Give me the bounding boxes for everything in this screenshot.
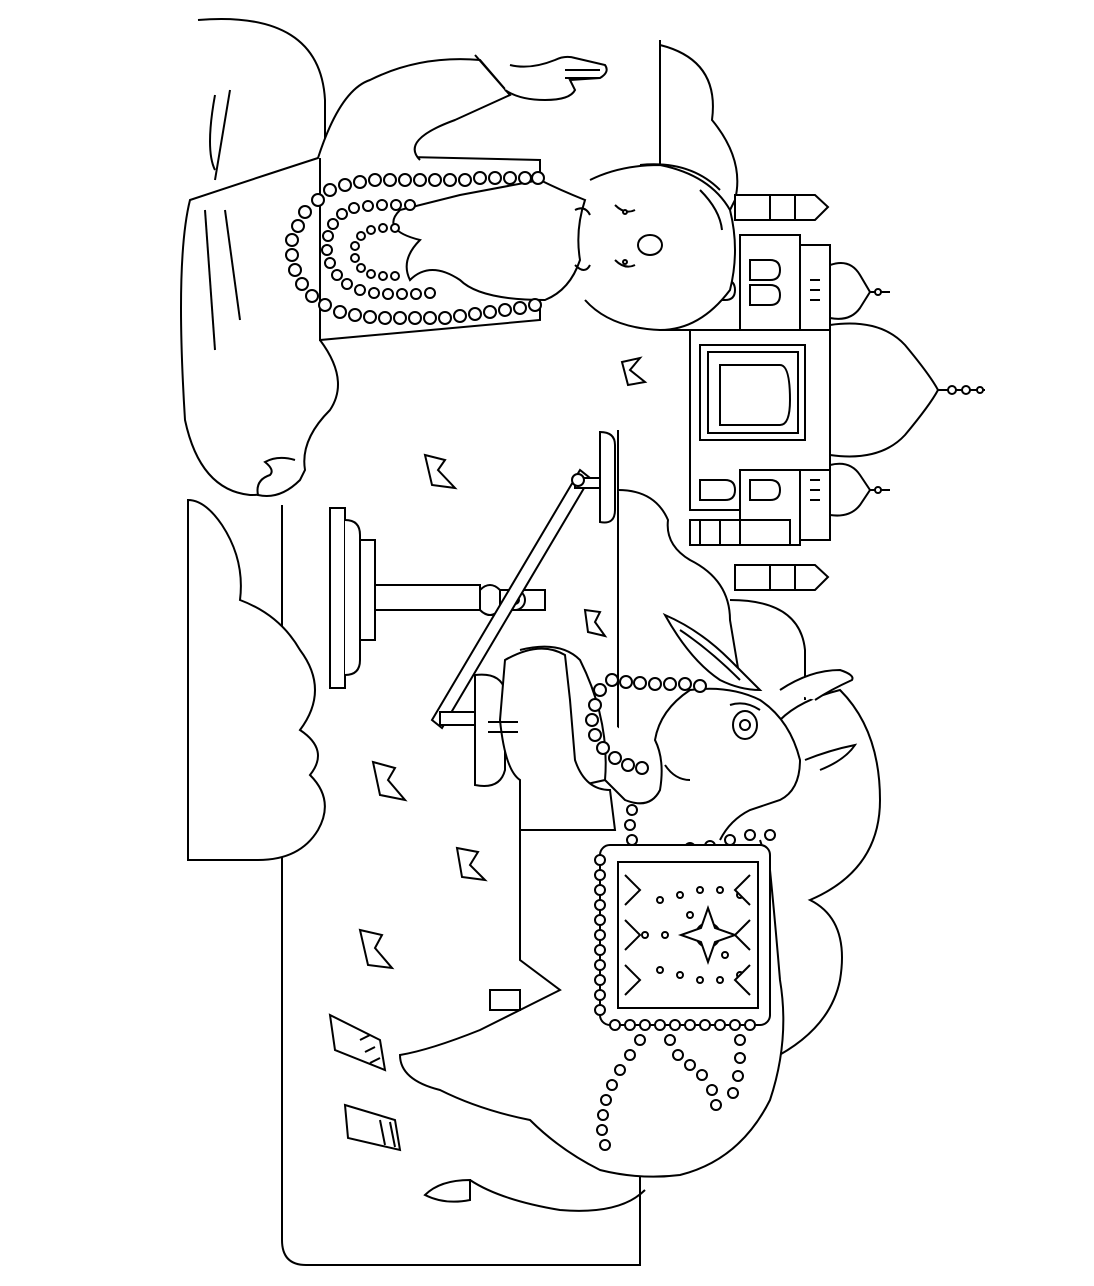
- cow-belly-strap: [597, 1035, 745, 1150]
- leaf-4: [373, 762, 405, 800]
- cow-ear: [665, 615, 760, 690]
- cow-horn-bottom: [805, 745, 855, 770]
- leaf-3: [585, 610, 605, 636]
- leaf-1: [622, 358, 645, 385]
- sage-beard: [393, 180, 585, 300]
- palace-minaret-right: [735, 565, 828, 590]
- palace-side-dome-left: [830, 263, 870, 319]
- scale-pan-left: [475, 675, 505, 786]
- palace: [660, 40, 985, 590]
- sage-nose: [638, 235, 662, 255]
- cow-horn-top: [780, 670, 853, 700]
- cow: [330, 615, 855, 1211]
- palace-main-arch: [720, 365, 790, 425]
- cow-front-leg: [345, 1105, 400, 1150]
- saddle-beads: [595, 855, 755, 1030]
- saddle-pattern: [625, 875, 750, 995]
- falling-leaves: [360, 358, 645, 968]
- cow-back-leg: [330, 1015, 385, 1070]
- leaf-5: [457, 848, 485, 880]
- cloud-left: [188, 500, 325, 860]
- cow-nostril: [665, 765, 690, 780]
- cloud-behind-scale: [618, 490, 805, 700]
- palace-left-wing: [740, 235, 800, 330]
- leaf-2: [425, 455, 455, 488]
- balance-scale: [330, 432, 615, 786]
- sage-raised-arm: [318, 59, 510, 160]
- leaf-6: [360, 930, 392, 968]
- scale-pillar: [375, 585, 480, 610]
- cloud-right-top: [660, 45, 737, 230]
- cow-tail: [470, 1180, 645, 1211]
- sage-lap: [181, 19, 325, 495]
- sage-arm-on-cow: [500, 649, 615, 830]
- scale-base: [330, 508, 345, 688]
- palace-side-dome-right: [830, 464, 870, 516]
- sage: [181, 19, 735, 496]
- sage-hand-raised: [505, 57, 607, 100]
- scale-pan-right: [600, 432, 615, 523]
- palace-main-dome: [830, 324, 938, 457]
- palace-minaret-left: [735, 195, 828, 220]
- sage-necklace: [286, 172, 544, 324]
- sage-lower-arm: [258, 340, 339, 496]
